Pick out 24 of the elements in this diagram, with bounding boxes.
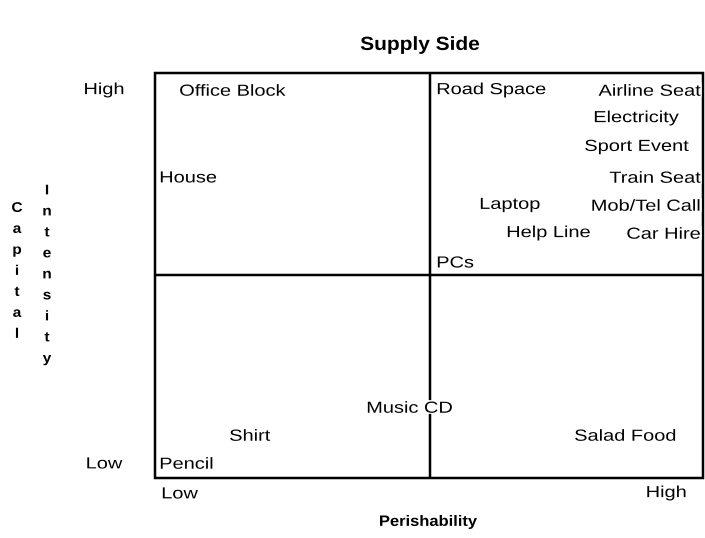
item-label: Music CD [365,400,454,414]
chart-title: Supply Side [360,36,480,54]
item-label: PCs [435,255,475,269]
axis-title: Capital [12,202,22,338]
item-label: Mob/Tel Call [590,198,702,212]
item-label: Pencil [158,456,215,470]
item-label: Electricity [592,110,680,126]
item-label: Office Block [178,83,287,97]
item-label: House [158,170,218,184]
item-label: Sport Event [583,138,690,156]
item-label: Train Seat [608,170,702,184]
axis-tick-label: High [644,484,688,502]
axis-title: Intensity [42,184,52,366]
axis-title: Perishability [380,515,477,529]
item-label: Airline Seat [598,83,702,97]
axis-tick-label: High [82,82,126,98]
item-label: Shirt [228,428,272,442]
item-label: Car Hire [625,226,702,240]
item-label: Laptop [478,196,542,214]
item-label: Road Space [435,82,548,98]
axis-tick-label: Low [160,486,199,500]
axis-tick-label: Low [84,456,124,470]
item-label: Help Line [505,224,592,242]
item-label: Salad Food [573,428,678,442]
